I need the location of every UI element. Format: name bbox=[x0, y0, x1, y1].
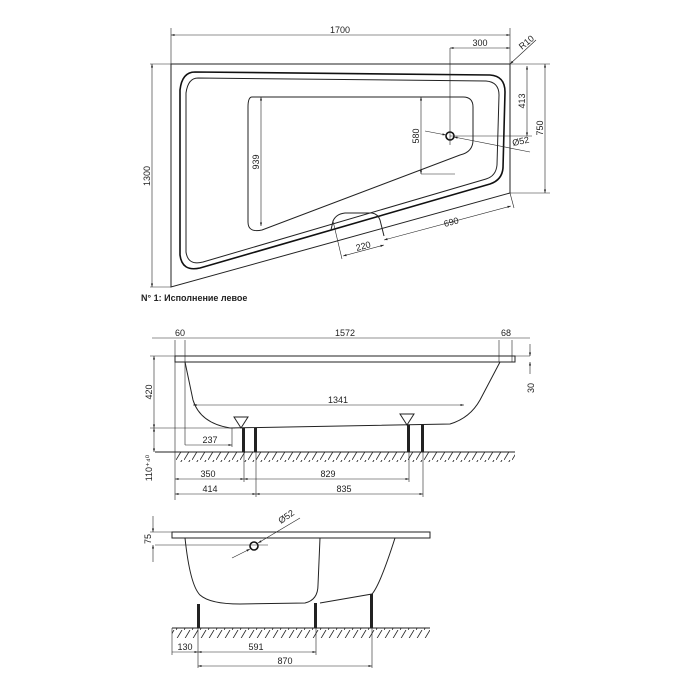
side-view: 60 1572 68 420 30 1341 237 110⁺⁴⁰ 350 82… bbox=[144, 328, 536, 500]
dim-d52-top: Ø52 bbox=[511, 135, 530, 148]
end-floor-hatch bbox=[172, 628, 430, 638]
tub-profile bbox=[184, 361, 501, 429]
dim-939: 939 bbox=[251, 154, 261, 169]
dim-414: 414 bbox=[202, 484, 217, 494]
dim-750: 750 bbox=[535, 120, 545, 135]
dim-591: 591 bbox=[248, 642, 263, 652]
dim-r10: R10 bbox=[517, 33, 536, 51]
dim-1341: 1341 bbox=[328, 395, 348, 405]
dim-829: 829 bbox=[320, 469, 335, 479]
rim bbox=[174, 355, 516, 363]
end-view: Ø52 75 130 591 870 bbox=[143, 508, 431, 668]
end-legs bbox=[197, 594, 373, 628]
dim-580: 580 bbox=[411, 128, 421, 143]
dim-1572: 1572 bbox=[335, 328, 355, 338]
dim-237: 237 bbox=[202, 435, 217, 445]
dim-413: 413 bbox=[517, 93, 527, 108]
rim-inner-outline bbox=[185, 77, 500, 264]
legs bbox=[233, 413, 424, 452]
rim-outline bbox=[179, 71, 506, 270]
dim-130: 130 bbox=[177, 642, 192, 652]
dim-300: 300 bbox=[472, 38, 487, 48]
dim-60: 60 bbox=[175, 328, 185, 338]
dim-30: 30 bbox=[526, 383, 536, 393]
dim-690: 690 bbox=[443, 215, 460, 229]
overflow-circle bbox=[249, 541, 259, 551]
floor-hatch bbox=[175, 452, 515, 462]
dim-1700: 1700 bbox=[330, 25, 350, 35]
dim-350: 350 bbox=[200, 469, 215, 479]
dim-d52-end: Ø52 bbox=[276, 508, 296, 526]
seat-notch bbox=[330, 212, 385, 237]
basin-outline bbox=[247, 96, 474, 232]
dim-420: 420 bbox=[144, 384, 154, 399]
end-rim bbox=[171, 531, 431, 539]
dim-110-40: 110⁺⁴⁰ bbox=[144, 454, 154, 481]
end-profile bbox=[184, 537, 396, 605]
dim-75: 75 bbox=[143, 534, 153, 544]
top-view: 1700 300 R10 1300 413 750 939 580 Ø52 69… bbox=[141, 25, 550, 303]
dim-68: 68 bbox=[501, 328, 511, 338]
dim-835: 835 bbox=[336, 484, 351, 494]
dim-220: 220 bbox=[355, 239, 372, 253]
dim-1300: 1300 bbox=[142, 166, 152, 186]
dim-870: 870 bbox=[277, 656, 292, 666]
caption-left-version: N° 1: Исполнение левое bbox=[141, 293, 247, 303]
